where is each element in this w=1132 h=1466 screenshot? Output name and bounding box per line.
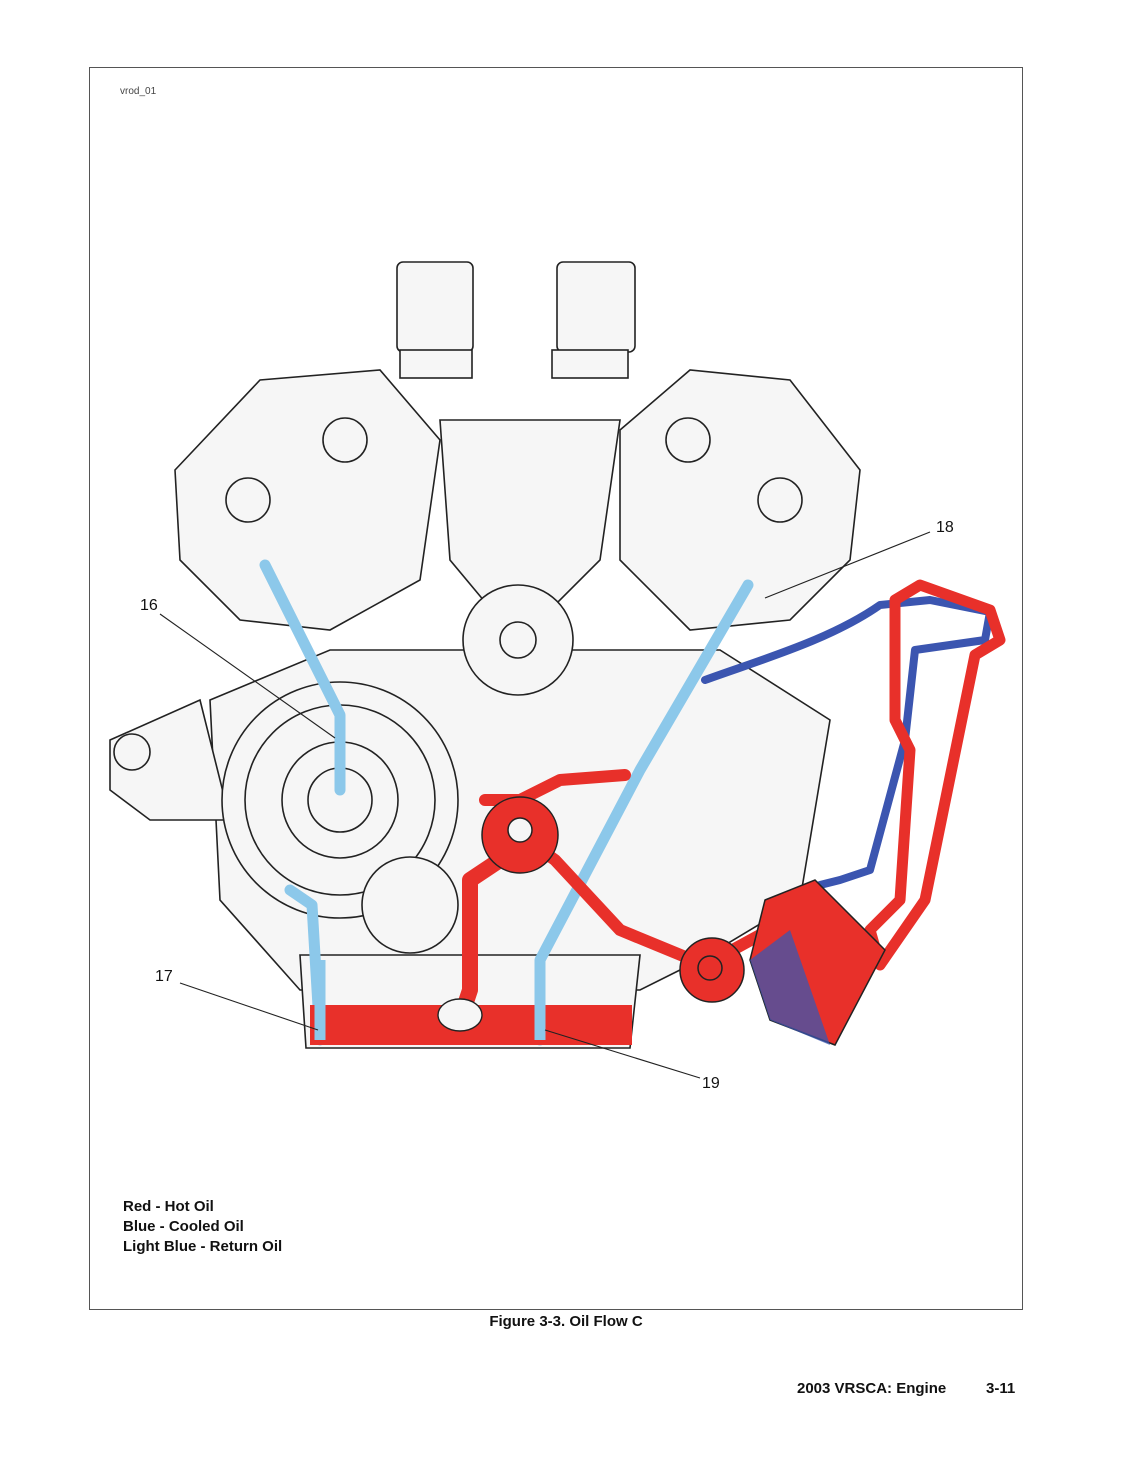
legend-cooled-oil: Blue - Cooled Oil [123, 1218, 244, 1235]
legend-return-oil: Light Blue - Return Oil [123, 1238, 283, 1255]
left-mount-bore [113, 733, 151, 771]
callout-16: 16 [140, 597, 158, 614]
right-throttle-body [551, 349, 629, 379]
left-cylinder-head [174, 369, 441, 631]
oil-cooler [749, 879, 886, 1046]
callout-19: 19 [702, 1075, 720, 1092]
figure-caption: Figure 3-3. Oil Flow C [489, 1313, 643, 1330]
oil-color-legend: Red - Hot Oil Blue - Cooled Oil Light Bl… [123, 1197, 282, 1257]
callout-leaders [159, 531, 931, 1079]
figure-tag: vrod_01 [120, 86, 157, 97]
return-oil-line-left-upper [259, 559, 346, 796]
left-throttle-body [399, 349, 473, 379]
cooled-oil-line [701, 596, 994, 889]
engine-line-art [109, 261, 861, 1049]
callout-17: 17 [155, 968, 173, 985]
figure-frame [89, 67, 1023, 1310]
footer-page-number: 3-11 [986, 1380, 1016, 1397]
left-intake-stack [396, 261, 474, 353]
right-intake-stack [556, 261, 636, 353]
lower-gear [361, 856, 459, 954]
legend-hot-oil: Red - Hot Oil [123, 1198, 214, 1215]
hot-oil-line-upper [479, 769, 631, 806]
hot-oil-line-cooler [864, 579, 1006, 971]
callout-18: 18 [936, 519, 954, 536]
left-mount [109, 698, 232, 821]
footer-section: 2003 VRSCA: Engine [797, 1380, 947, 1397]
